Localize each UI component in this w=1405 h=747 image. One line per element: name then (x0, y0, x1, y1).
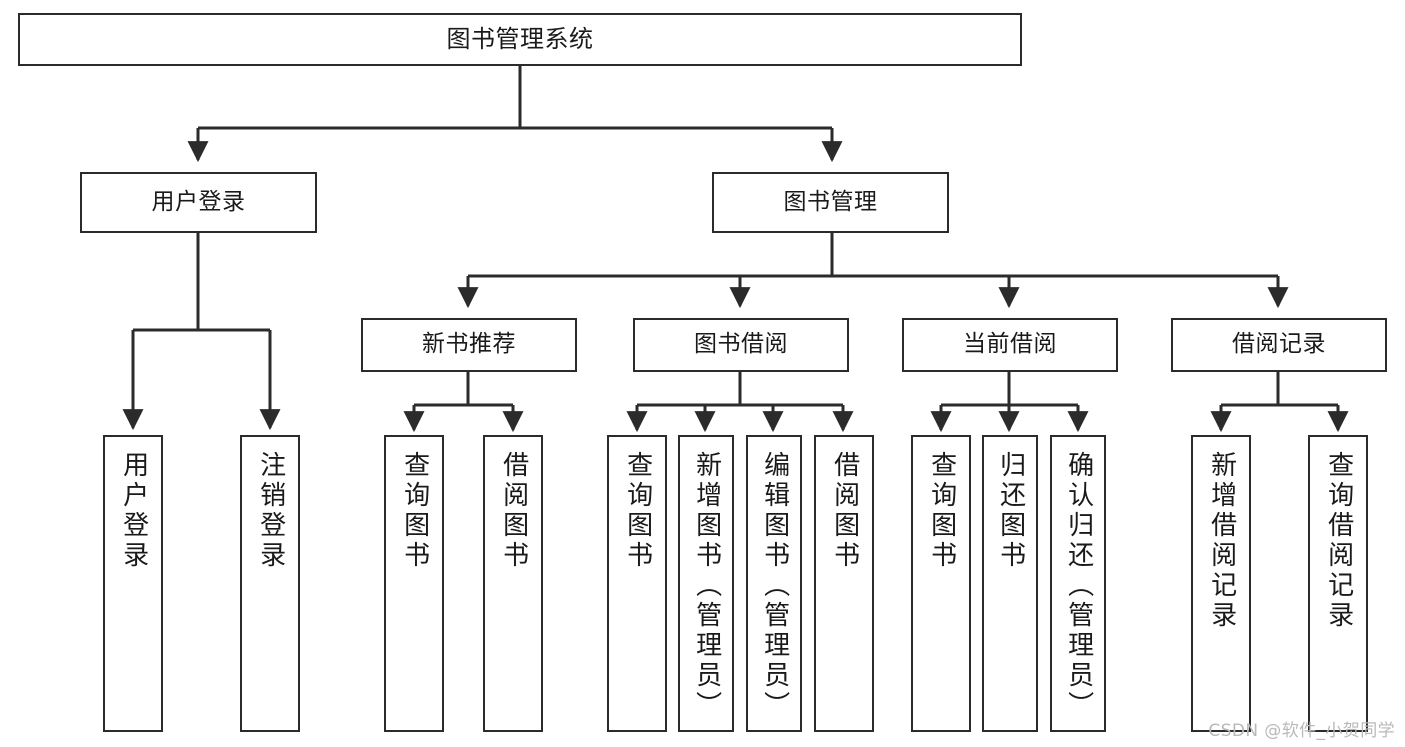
node-book-borrow[interactable]: 图书借阅 (633, 318, 849, 372)
node-borrow-record[interactable]: 借阅记录 (1171, 318, 1387, 372)
node-label: 图书管理 (783, 188, 878, 215)
node-user-login[interactable]: 用户登录 (80, 172, 317, 233)
leaf-borrow-book[interactable]: 借阅图书 (814, 435, 874, 732)
leaf-query-book-recommend[interactable]: 查询图书 (384, 435, 444, 732)
node-label: 查询图书 (926, 451, 957, 571)
node-current-borrow[interactable]: 当前借阅 (902, 318, 1118, 372)
node-label: 查询图书 (399, 451, 430, 571)
leaf-edit-book-admin[interactable]: 编辑图书（管理员） (746, 435, 802, 732)
node-label: 归还图书 (995, 451, 1026, 571)
node-label: 编辑图书（管理员） (759, 451, 790, 721)
leaf-add-book-admin[interactable]: 新增图书（管理员） (678, 435, 734, 732)
node-root-system[interactable]: 图书管理系统 (18, 13, 1022, 66)
node-label: 新书推荐 (422, 331, 516, 358)
node-label: 图书借阅 (694, 331, 788, 358)
leaf-logout-login[interactable]: 注销登录 (240, 435, 300, 732)
node-new-book-recommend[interactable]: 新书推荐 (361, 318, 577, 372)
node-label: 新增借阅记录 (1206, 451, 1237, 631)
node-label: 用户登录 (151, 188, 246, 215)
node-label: 确认归还（管理员） (1063, 451, 1094, 721)
leaf-borrow-book-recommend[interactable]: 借阅图书 (483, 435, 543, 732)
node-label: 用户登录 (118, 451, 149, 571)
leaf-query-book-current[interactable]: 查询图书 (911, 435, 971, 732)
node-label: 借阅图书 (829, 451, 860, 571)
node-label: 借阅记录 (1232, 331, 1326, 358)
node-label: 图书管理系统 (446, 25, 594, 54)
leaf-confirm-return-admin[interactable]: 确认归还（管理员） (1050, 435, 1106, 732)
leaf-query-book-borrow[interactable]: 查询图书 (607, 435, 667, 732)
leaf-return-book[interactable]: 归还图书 (982, 435, 1038, 732)
leaf-user-login[interactable]: 用户登录 (103, 435, 163, 732)
leaf-query-borrow-record[interactable]: 查询借阅记录 (1308, 435, 1368, 732)
node-label: 借阅图书 (498, 451, 529, 571)
node-label: 当前借阅 (963, 331, 1057, 358)
node-label: 查询图书 (622, 451, 653, 571)
node-label: 注销登录 (255, 451, 286, 571)
leaf-add-borrow-record[interactable]: 新增借阅记录 (1191, 435, 1251, 732)
watermark: CSDN @软件_小贺同学 (1208, 721, 1395, 741)
node-label: 查询借阅记录 (1323, 451, 1354, 631)
node-book-management[interactable]: 图书管理 (712, 172, 949, 233)
node-label: 新增图书（管理员） (691, 451, 722, 721)
